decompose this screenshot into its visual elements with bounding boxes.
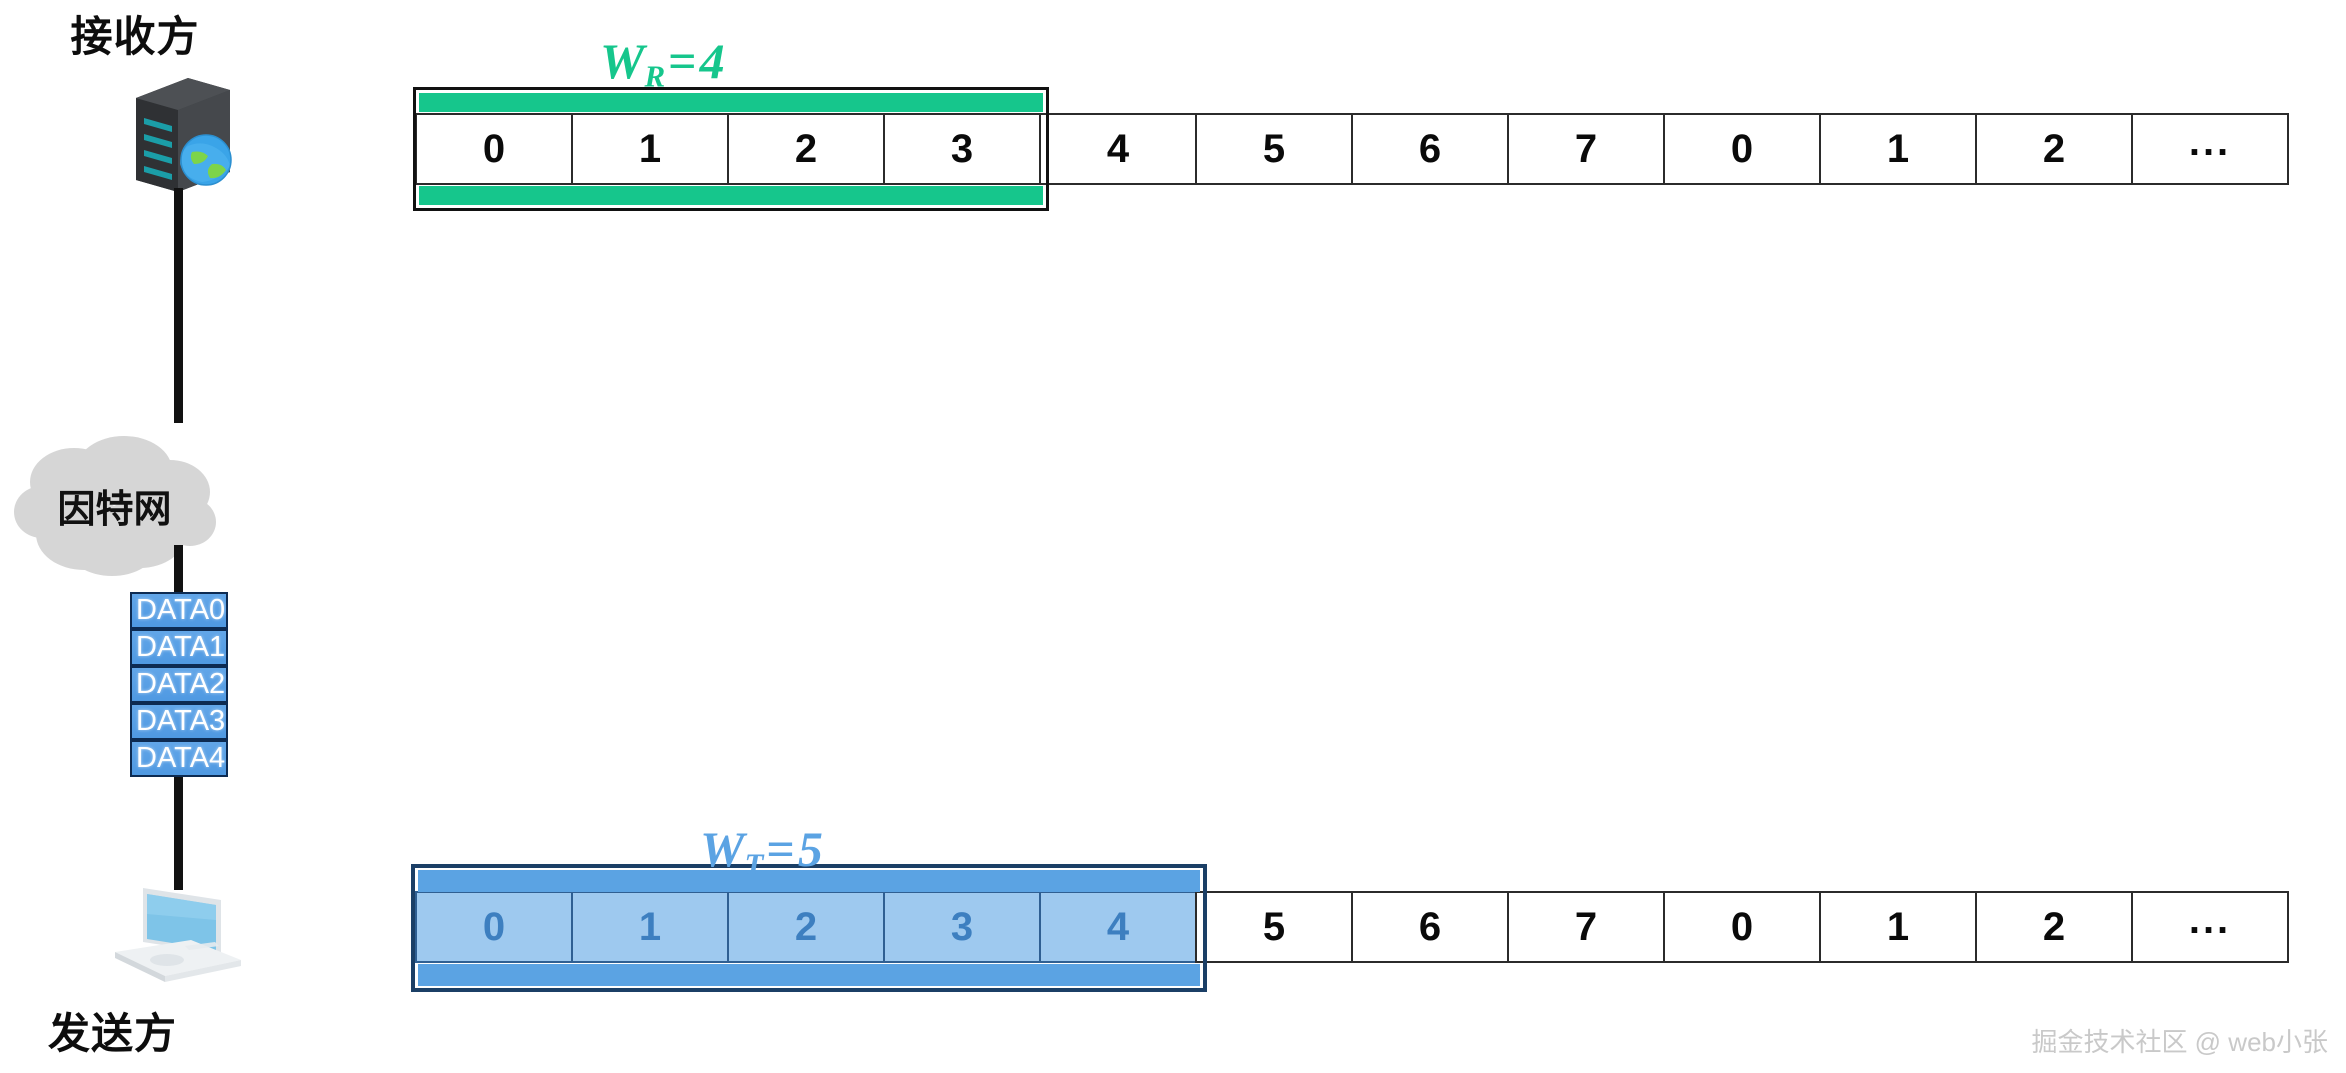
wt-value: 5 (797, 821, 823, 877)
data-packet: DATA1 (130, 629, 228, 666)
wt-symbol: W (700, 821, 745, 877)
link-line-top (174, 188, 183, 423)
receiver-seq-cell: 5 (1195, 113, 1353, 185)
receiver-seq-cell: 1 (571, 113, 729, 185)
sender-label: 发送方 (47, 1010, 177, 1057)
wr-symbol: W (600, 33, 645, 89)
cloud-icon (12, 430, 217, 590)
sender-seq-cell: 1 (571, 891, 729, 963)
server-globe-icon (118, 60, 248, 195)
wr-value: 4 (699, 33, 725, 89)
receiver-window-size-label: WR=4 (600, 32, 725, 95)
sender-seq-cell: 6 (1351, 891, 1509, 963)
receiver-label: 接收方 (70, 13, 200, 60)
receiver-seq-cell: 6 (1351, 113, 1509, 185)
receiver-seq-cell: 0 (415, 113, 573, 185)
receiver-seq-cell: 1 (1819, 113, 1977, 185)
laptop-icon (95, 880, 245, 990)
receiver-seq-cell: 2 (1975, 113, 2133, 185)
receiver-seq-cell: ... (2131, 113, 2289, 185)
data-packet: DATA3 (130, 703, 228, 740)
sender-window-bar-bottom (418, 964, 1200, 986)
data-packet-stack: DATA0 DATA1 DATA2 DATA3 DATA4 (130, 592, 228, 777)
wr-equals: = (668, 33, 697, 89)
receiver-seq-cell: 7 (1507, 113, 1665, 185)
sender-seq-cell: 2 (1975, 891, 2133, 963)
data-packet: DATA2 (130, 666, 228, 703)
receiver-window-bar-top (419, 93, 1043, 112)
receiver-seq-cell: 4 (1039, 113, 1197, 185)
sender-seq-cell: ... (2131, 891, 2289, 963)
receiver-seq-cell: 3 (883, 113, 1041, 185)
data-packet: DATA0 (130, 592, 228, 629)
receiver-seq-cell: 0 (1663, 113, 1821, 185)
watermark: 掘金技术社区 @ web小张 (2031, 1027, 2328, 1057)
sender-seq-cell: 3 (883, 891, 1041, 963)
sender-seq-cell: 2 (727, 891, 885, 963)
sender-seq-cell: 0 (415, 891, 573, 963)
cloud-label: 因特网 (57, 489, 172, 531)
wt-subscript: T (744, 846, 764, 882)
sender-seq-cell: 5 (1195, 891, 1353, 963)
receiver-window-bar-bottom (419, 186, 1043, 205)
data-packet: DATA4 (130, 740, 228, 777)
wr-subscript: R (644, 58, 666, 94)
sender-window-size-label: WT=5 (700, 820, 823, 883)
sender-seq-cell: 7 (1507, 891, 1665, 963)
sender-seq-cell: 4 (1039, 891, 1197, 963)
wt-equals: = (766, 821, 795, 877)
sender-seq-cell: 1 (1819, 891, 1977, 963)
receiver-seq-cell: 2 (727, 113, 885, 185)
sender-seq-cell: 0 (1663, 891, 1821, 963)
